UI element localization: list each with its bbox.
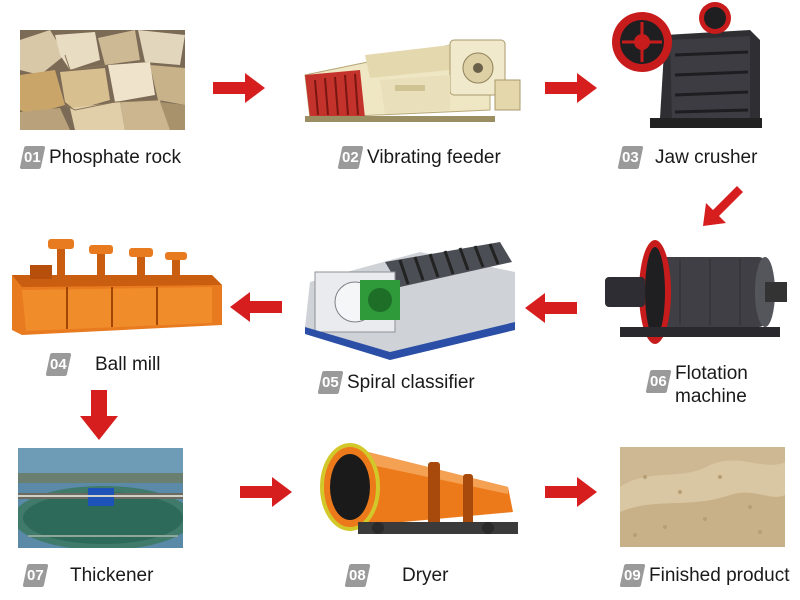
step-number-badge: 01 xyxy=(19,146,46,169)
rotary-dryer-image xyxy=(318,432,523,542)
step-name: Spiral classifier xyxy=(347,372,475,393)
step-label-03: 03 Jaw crusher xyxy=(617,146,758,169)
step-name: Ball mill xyxy=(95,354,161,375)
arrow-down-left xyxy=(697,186,743,232)
step-name: Vibrating feeder xyxy=(367,147,501,168)
phosphate-rock-image xyxy=(20,30,185,130)
step-number-badge: 03 xyxy=(617,146,644,169)
spiral-classifier-image xyxy=(300,232,515,360)
thickener-tank-image xyxy=(18,448,183,548)
step-number-badge: 09 xyxy=(619,564,646,587)
step-name: Jaw crusher xyxy=(655,147,758,168)
step-name: Dryer xyxy=(402,565,449,586)
step-label-04: 04 Ball mill xyxy=(45,353,161,376)
step-name: Finished product xyxy=(649,565,790,586)
vibrating-feeder-image xyxy=(300,30,525,125)
flotation-cells-image xyxy=(12,235,222,340)
step-name: Phosphate rock xyxy=(49,147,182,168)
step-number-badge: 04 xyxy=(45,353,72,376)
arrow-down xyxy=(80,390,118,440)
powder-pile-image xyxy=(620,447,785,547)
step-number-badge: 05 xyxy=(317,371,344,394)
step-name: Thickener xyxy=(70,565,154,586)
jaw-crusher-image xyxy=(610,0,770,135)
step-number-badge: 02 xyxy=(337,146,364,169)
arrow-left xyxy=(525,293,577,323)
step-label-08: 08 Dryer xyxy=(344,564,449,587)
step-label-09: 09 Finished product xyxy=(619,564,790,587)
arrow-right xyxy=(240,477,292,507)
step-name: Flotation machine xyxy=(675,363,748,407)
step-label-07: 07 Thickener xyxy=(22,564,154,587)
step-number-badge: 06 xyxy=(645,370,672,393)
arrow-right xyxy=(213,73,265,103)
arrow-right xyxy=(545,73,597,103)
step-number-badge: 07 xyxy=(22,564,49,587)
arrow-right xyxy=(545,477,597,507)
ball-mill-image xyxy=(600,232,790,347)
step-label-06: 06 Flotation machine xyxy=(645,362,748,408)
step-label-02: 02 Vibrating feeder xyxy=(337,146,501,169)
step-label-01: 01 Phosphate rock xyxy=(19,146,182,169)
step-label-05: 05 Spiral classifier xyxy=(317,371,475,394)
step-number-badge: 08 xyxy=(344,564,371,587)
arrow-left xyxy=(230,292,282,322)
